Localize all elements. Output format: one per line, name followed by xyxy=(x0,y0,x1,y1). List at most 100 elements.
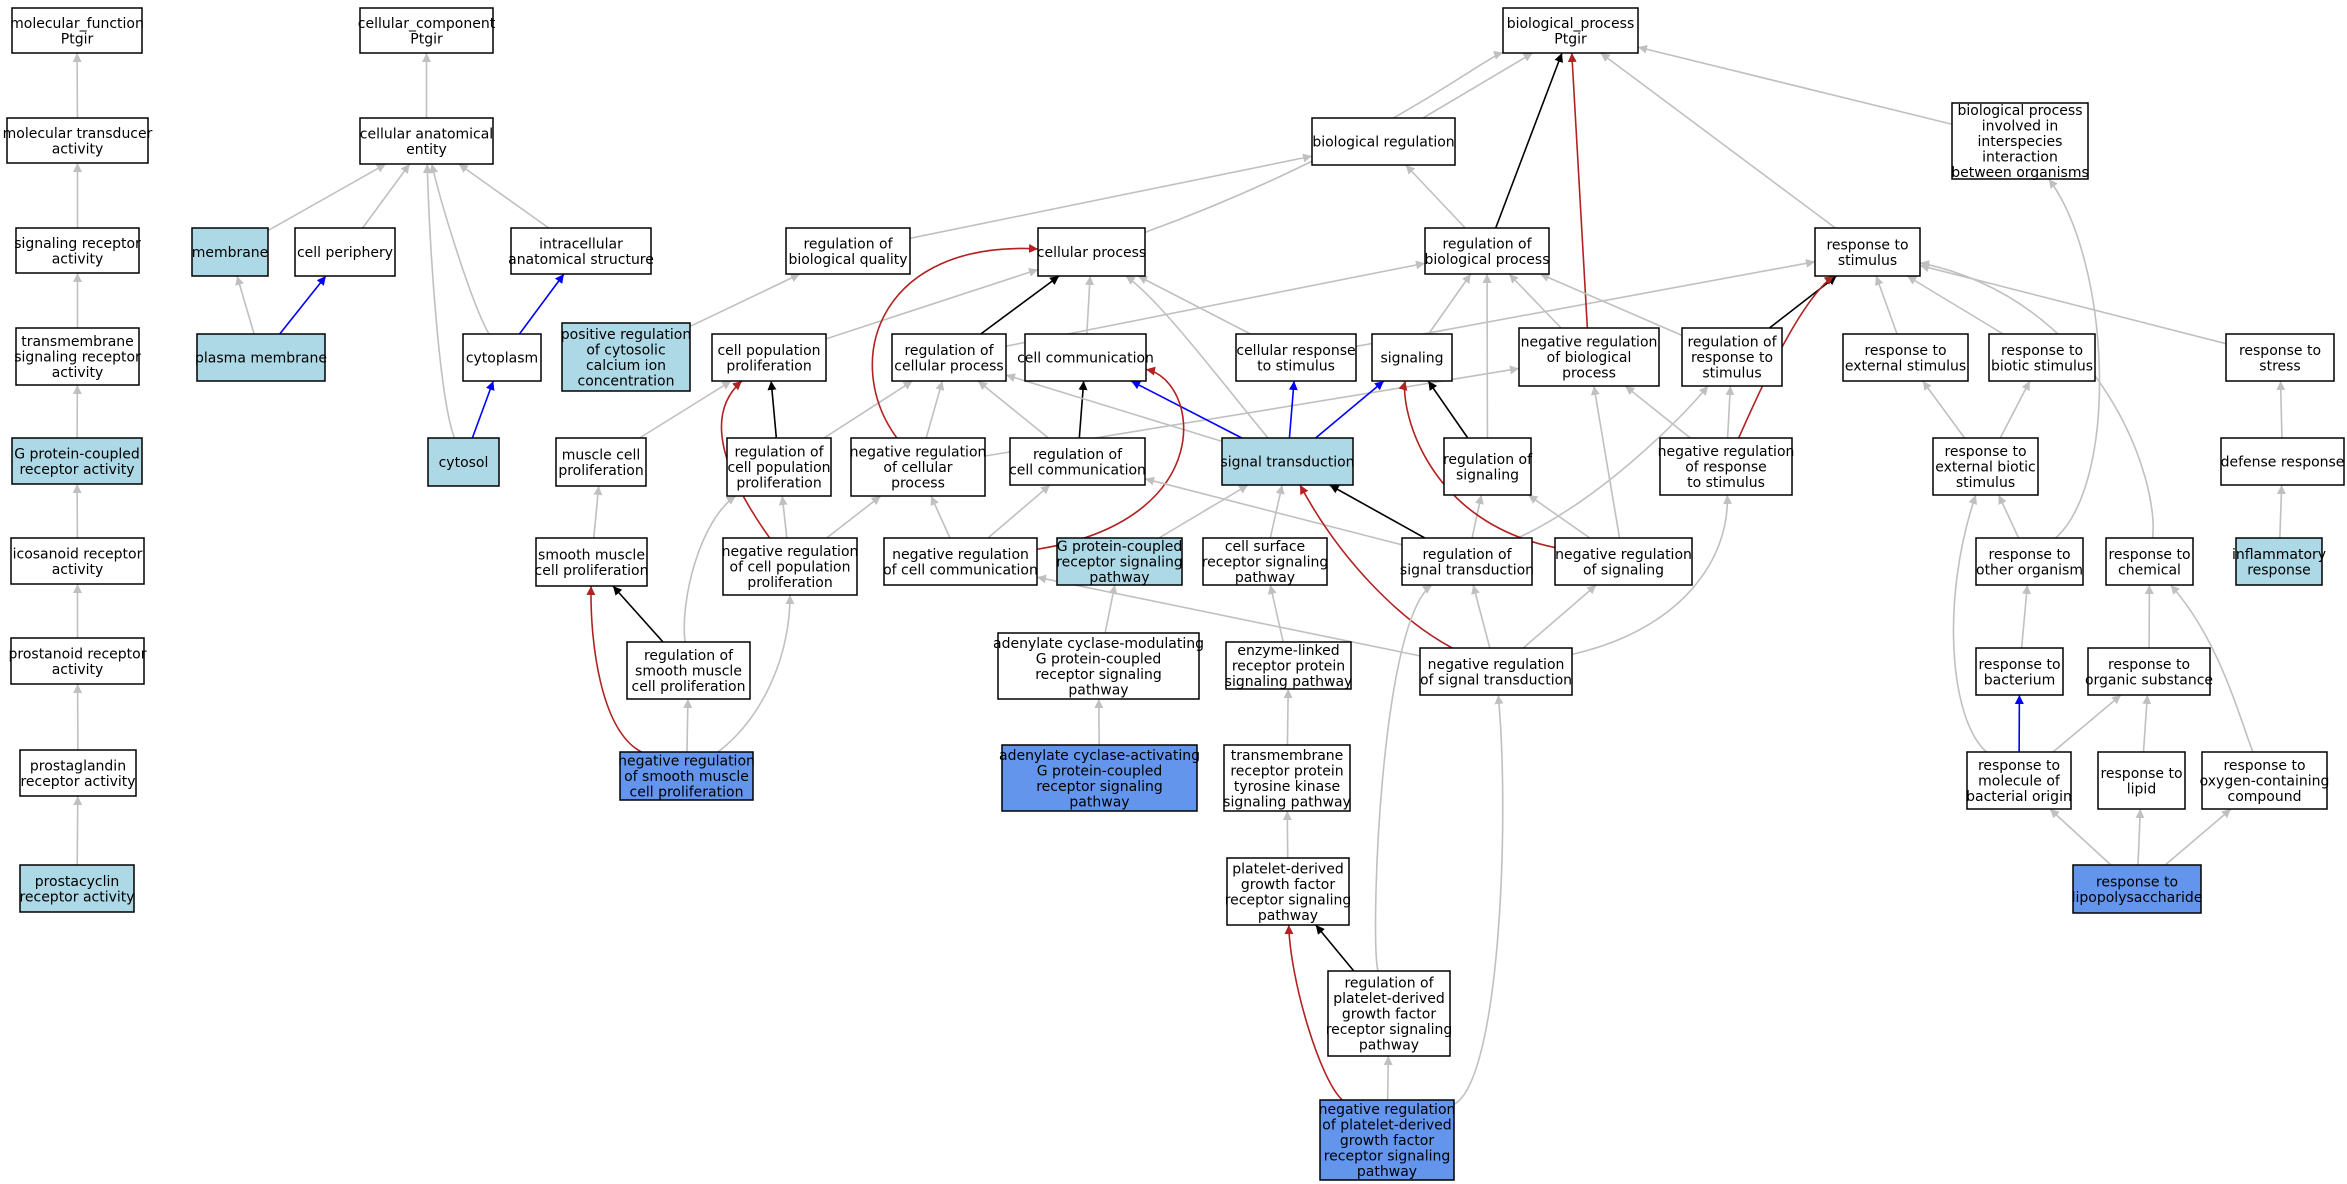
node-cp[interactable]: cellular process xyxy=(1037,227,1146,277)
node-cyto[interactable]: cytoplasm xyxy=(462,333,542,382)
node-cytosol[interactable]: cytosol xyxy=(427,437,500,487)
edge-mem-to-cae xyxy=(267,163,387,232)
node-breg[interactable]: biological regulation xyxy=(1311,117,1456,166)
edge-nrpdgf-to-pdgf xyxy=(1284,924,1343,1101)
node-label-line: signaling receptor xyxy=(14,350,141,366)
node-box xyxy=(2220,437,2345,486)
node-label-line: pathway xyxy=(1357,1164,1417,1180)
node-st[interactable]: signal transduction xyxy=(1220,437,1355,486)
edge-nrsig-to-rsig xyxy=(1527,494,1591,539)
node-label-line: biotic stimulus xyxy=(1991,358,2093,374)
node-label-line: response to xyxy=(2239,343,2321,359)
node-label-line: of cell communication xyxy=(883,562,1038,578)
edge-rsmcp-to-smcp xyxy=(612,585,664,643)
edge-trptk-to-elrp xyxy=(1283,688,1293,746)
node-box xyxy=(1419,647,1573,696)
node-label-line: pathway xyxy=(1359,1038,1419,1054)
node-label-line: tyrosine kinase xyxy=(1234,779,1340,795)
edge-rrs-to-rts xyxy=(1768,275,1838,329)
node-label-line: negative regulation xyxy=(1319,1102,1456,1118)
node-label-line: Ptgir xyxy=(410,31,443,47)
node-label-line: cell proliferation xyxy=(535,563,649,579)
node-box xyxy=(883,537,1038,586)
node-label-line: interspecies xyxy=(1978,134,2063,150)
edge-rcpp-to-cpp xyxy=(767,380,778,439)
node-dr[interactable]: defense response xyxy=(2220,437,2345,486)
node-label-line: cell proliferation xyxy=(632,679,746,695)
node-label-line: transmembrane xyxy=(21,334,134,350)
node-pm[interactable]: plasma membrane xyxy=(195,333,327,382)
node-mem[interactable]: membrane xyxy=(191,227,269,277)
node-box xyxy=(1443,437,1532,496)
node-label-line: pathway xyxy=(1089,570,1149,586)
node-box xyxy=(1424,227,1550,275)
node-sig[interactable]: signaling xyxy=(1371,333,1453,382)
edge-rbq-to-breg xyxy=(909,153,1313,240)
node-label-line: receptor signaling xyxy=(1056,555,1183,571)
node-ccom[interactable]: cell communication xyxy=(1017,333,1154,382)
node-label-line: of biological xyxy=(1547,350,1632,366)
edge-nrst-to-nrsig xyxy=(1522,584,1597,649)
node-cper[interactable]: cell periphery xyxy=(294,227,396,277)
